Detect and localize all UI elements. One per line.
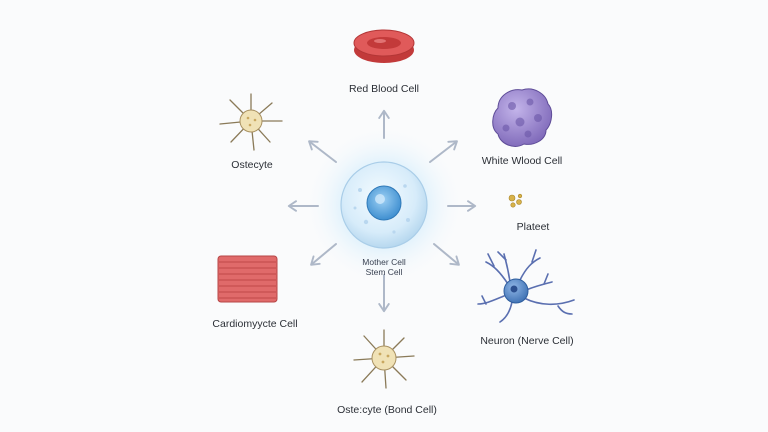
stem-cell-label: Mother Cell Stem Cell — [362, 257, 405, 277]
osteocyte-bottom-label: Oste:cyte (Bond Cell) — [337, 404, 437, 416]
stem-cell-label-line1: Mother Cell — [362, 257, 406, 267]
stem-cell-label-line2: Stem Cell — [365, 267, 403, 277]
neuron-label: Neuron (Nerve Cell) — [480, 335, 574, 347]
red-blood-cell-label: Red Blood Cell — [348, 83, 420, 95]
platelet-icon — [508, 193, 523, 208]
nucleolus — [375, 194, 385, 204]
cardiomyocyte-label: Cardiomyycte Cell — [212, 318, 298, 330]
cardiomyocyte-icon — [217, 255, 278, 303]
stem-cell — [304, 125, 464, 285]
arrow-up-left — [308, 140, 337, 163]
osteocyte-top-icon — [219, 93, 283, 151]
differentiation-arrows — [287, 109, 477, 313]
neuron-icon — [477, 249, 575, 323]
stem-cell-nucleus — [366, 185, 402, 221]
cytoplasm-dots — [353, 184, 410, 234]
arrow-down-left — [310, 243, 337, 266]
arrow-down-right — [433, 243, 460, 266]
white-blood-cell-icon — [492, 88, 553, 147]
osteocyte-top-label: Ostecyte — [231, 159, 273, 171]
osteocyte-bottom-icon — [353, 329, 415, 389]
white-blood-cell-label: White Wlood Cell — [481, 155, 563, 167]
red-blood-cell-icon — [353, 29, 415, 63]
platelet-label: Plateet — [516, 221, 550, 233]
arrow-up-right — [429, 140, 458, 163]
